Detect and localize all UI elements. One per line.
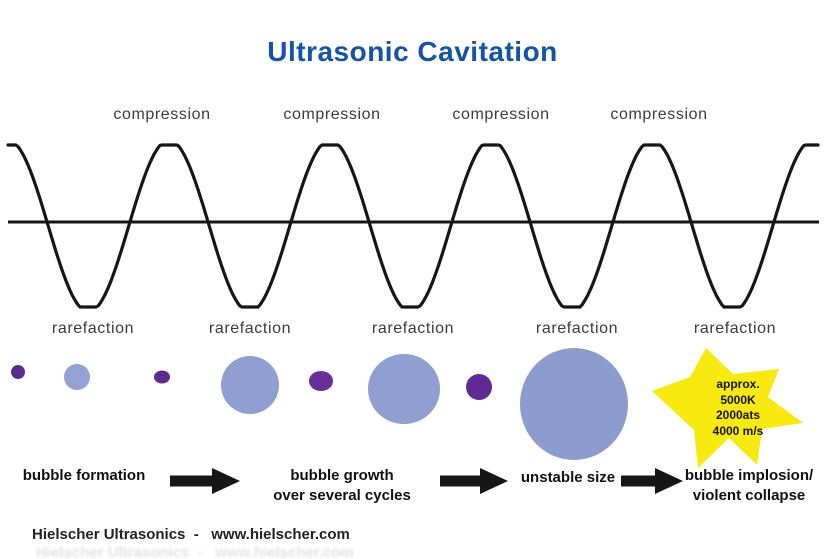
stage-caption: bubble formation — [23, 466, 146, 486]
arrow-right-icon — [170, 468, 240, 494]
star-annotation-line: 2000ats — [715, 408, 761, 423]
stage-caption-line: over several cycles — [273, 487, 411, 505]
bubble-blue — [221, 356, 279, 414]
rarefaction-label: rarefaction — [371, 320, 455, 337]
stage-caption-line: bubble implosion/ — [684, 467, 814, 484]
stage-caption-line: violent collapse — [692, 487, 806, 505]
footer-text: Hielscher Ultrasonics - www.hielscher.co… — [32, 526, 350, 543]
rarefaction-label: rarefaction — [693, 320, 777, 337]
bubble-blue — [368, 354, 440, 424]
stage-caption: unstable size — [521, 468, 615, 488]
starburst-icon — [652, 348, 803, 468]
compression-label: compression — [610, 106, 708, 123]
bubble-purple — [154, 370, 170, 384]
stage-caption: bubble implosion/violent collapse — [685, 466, 813, 507]
compression-label: compression — [113, 106, 211, 123]
compression-label: compression — [283, 106, 381, 123]
arrow-right-icon — [621, 468, 683, 494]
bubble-blue — [64, 364, 90, 390]
star-annotation-line: approx. — [716, 377, 760, 391]
footer-ghost-text: Hielscher Ultrasonics - www.hielscher.co… — [36, 544, 354, 559]
stage-caption: bubble growth over several cycles — [273, 466, 411, 507]
stage-caption-line: bubble formation — [22, 467, 146, 484]
stage-caption-line: bubble growth — [290, 467, 394, 484]
arrow-right-icon — [440, 468, 508, 494]
sound-wave — [6, 143, 820, 309]
compression-label: compression — [452, 106, 550, 123]
rarefaction-label: rarefaction — [535, 320, 619, 337]
rarefaction-label: rarefaction — [208, 320, 292, 337]
stage-caption-line: unstable size — [520, 469, 616, 486]
bubble-purple — [309, 371, 333, 391]
rarefaction-label: rarefaction — [51, 320, 135, 337]
bubble-blue — [520, 348, 628, 460]
star-annotation-line: 4000 m/s — [712, 423, 764, 438]
bubble-purple — [11, 365, 25, 379]
page-title: Ultrasonic Cavitation — [267, 36, 558, 67]
star-annotation-line: 5000K — [720, 392, 756, 407]
bubble-purple — [466, 374, 492, 400]
